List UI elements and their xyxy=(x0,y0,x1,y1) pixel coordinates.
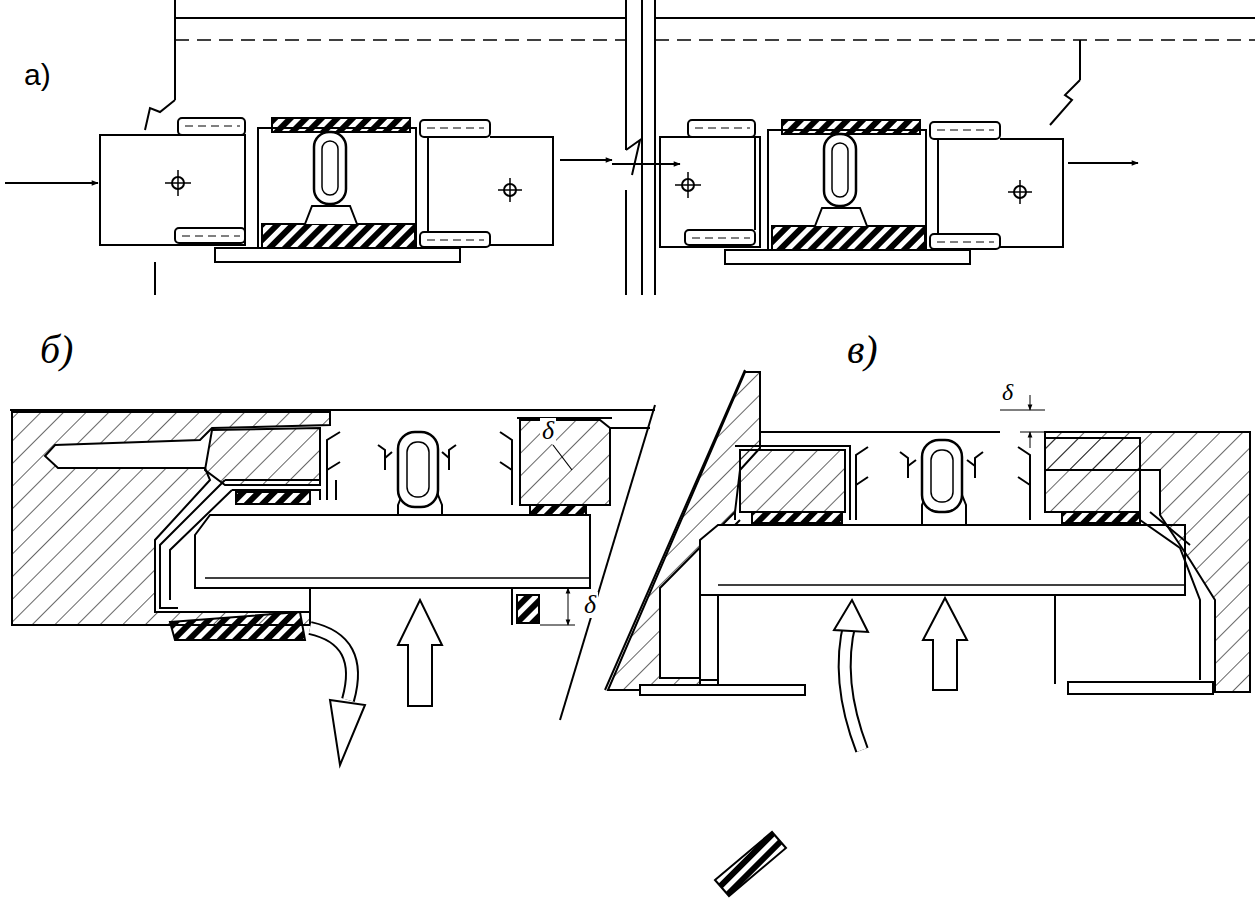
dimension-symbol: δ xyxy=(582,592,598,618)
panel-label: а) xyxy=(22,60,53,90)
panel-label: в) xyxy=(845,330,880,370)
dimension-symbol: δ xyxy=(540,418,556,444)
dimension-symbol: δ xyxy=(1000,380,1015,404)
panel-label: б) xyxy=(38,330,75,370)
